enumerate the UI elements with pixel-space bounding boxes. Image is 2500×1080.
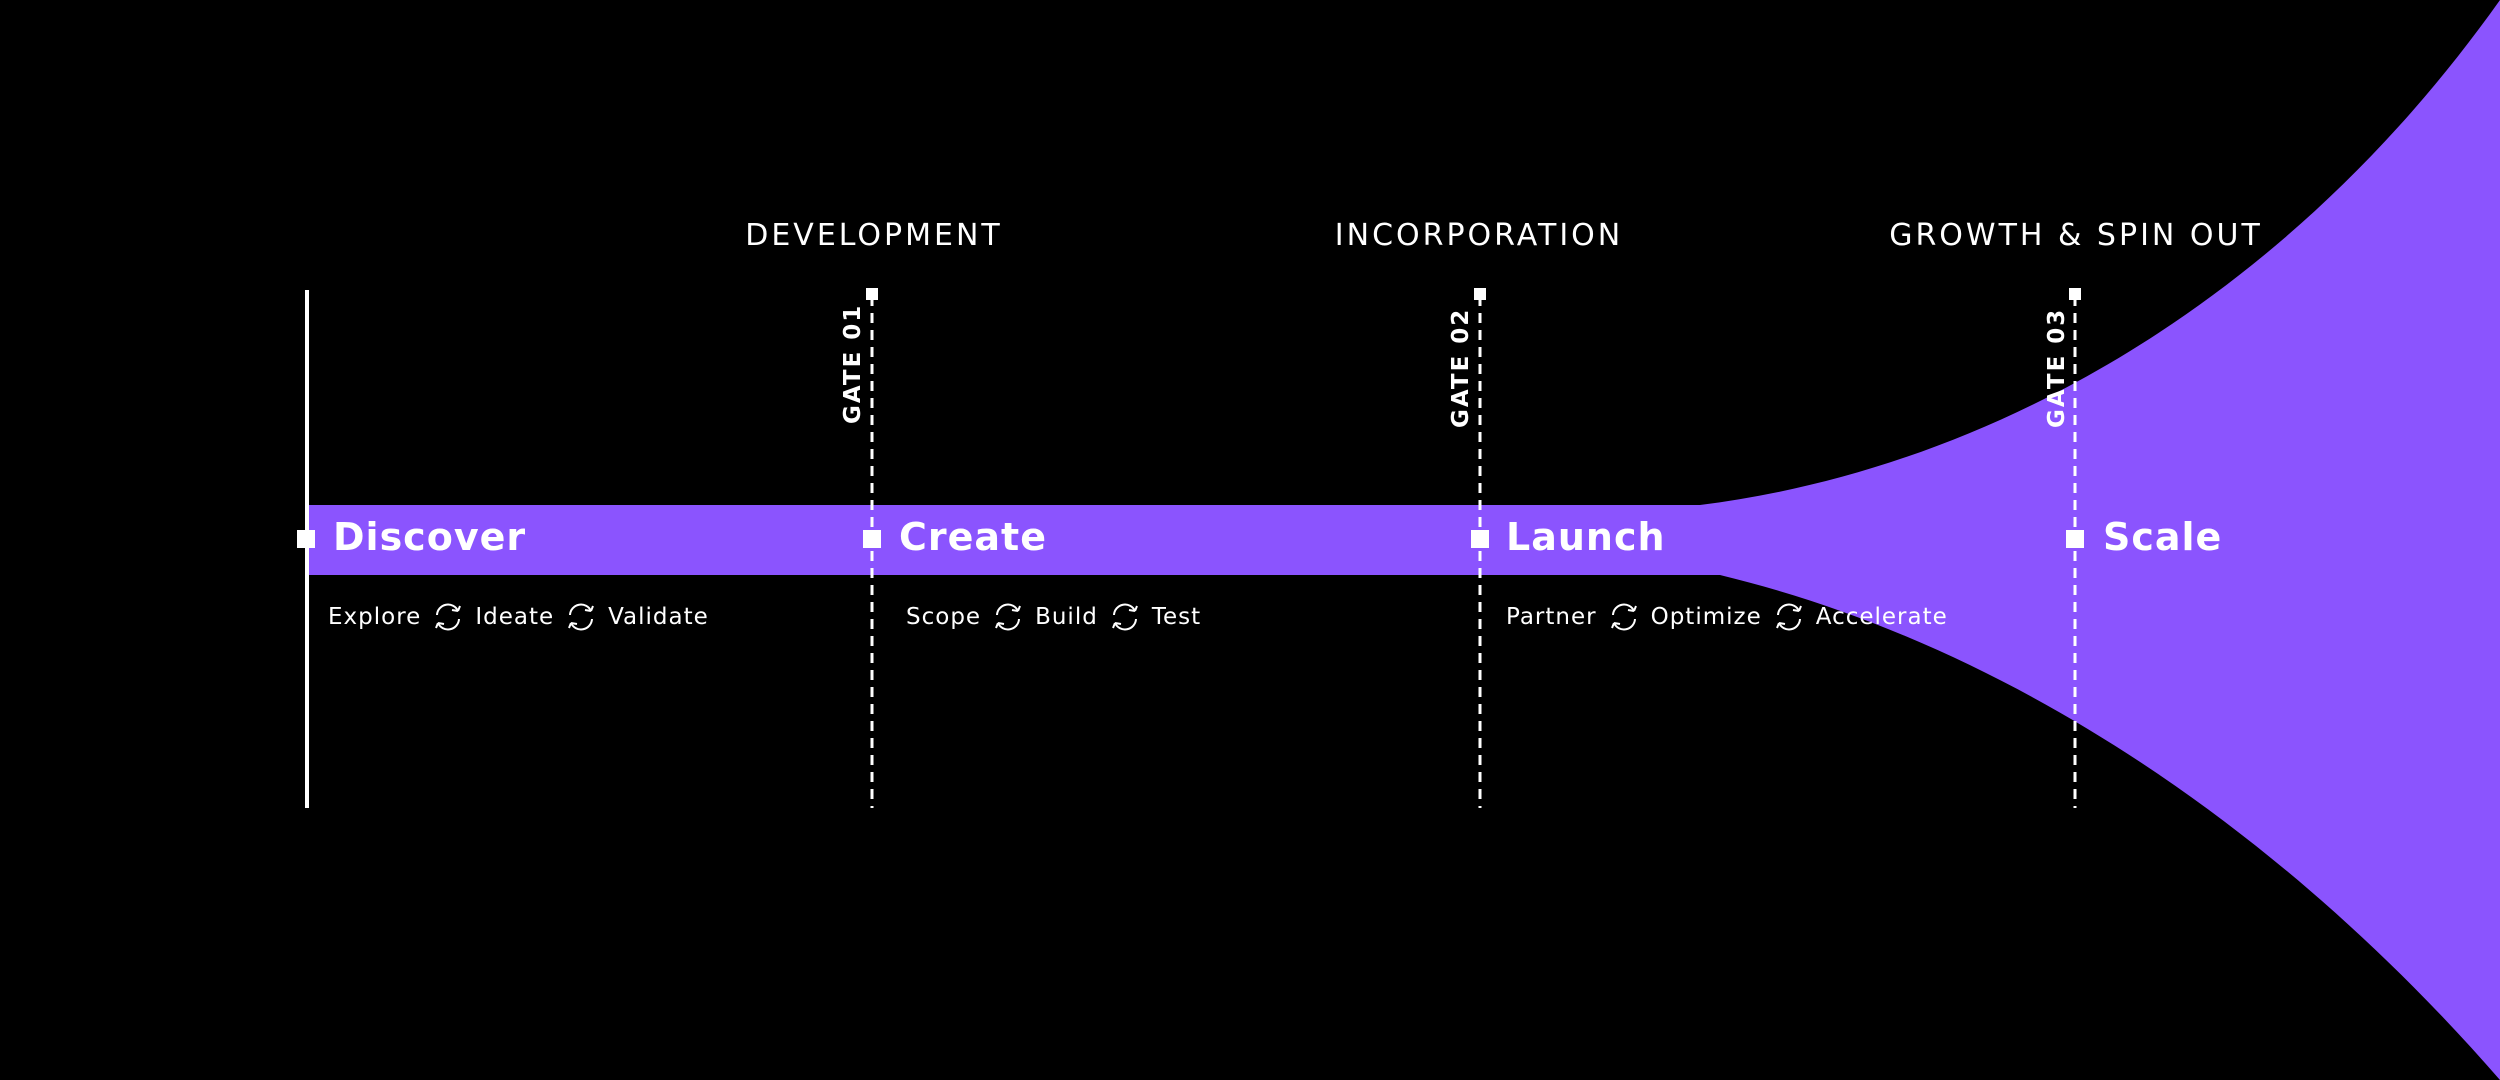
step-label: Validate [608,604,709,630]
refresh-cycle-icon [1775,603,1802,631]
phase-heading-development: DEVELOPMENT [745,218,1003,253]
step-label: Partner [1506,604,1597,630]
gate-02-label: GATE 02 [1448,307,1474,428]
start-marker [297,530,315,548]
gate-02-stage-marker [1471,530,1489,548]
gate-03-stage-marker [2066,530,2084,548]
refresh-cycle-icon [1111,603,1138,631]
step-label: Build [1035,604,1098,630]
step-label: Scope [906,604,982,630]
phase-heading-growth-spin-out: GROWTH & SPIN OUT [1889,218,2263,253]
refresh-cycle-icon [568,603,595,631]
step-label: Ideate [475,604,555,630]
step-label: Optimize [1650,604,1762,630]
gate-03-top-marker [2069,288,2081,300]
funnel-band [305,0,2500,1080]
stage-title-launch: Launch [1506,515,1666,559]
stage-title-create: Create [899,515,1047,559]
refresh-cycle-icon [435,603,462,631]
refresh-cycle-icon [995,603,1022,631]
stage-title-discover: Discover [333,515,527,559]
create-steps: Scope Build Test [906,600,1201,634]
step-label: Test [1151,604,1202,630]
gate-01-top-marker [866,288,878,300]
gate-01-label: GATE 01 [840,303,866,424]
launch-steps: Partner Optimize Accelerate [1506,600,1948,634]
gate-01-stage-marker [863,530,881,548]
gate-03-label: GATE 03 [2044,307,2070,428]
refresh-cycle-icon [1610,603,1637,631]
gate-02-top-marker [1474,288,1486,300]
phase-heading-incorporation: INCORPORATION [1334,218,1624,253]
step-label: Accelerate [1815,604,1948,630]
discover-steps: Explore Ideate Validate [328,600,709,634]
stage-title-scale: Scale [2103,515,2223,559]
step-label: Explore [328,604,422,630]
